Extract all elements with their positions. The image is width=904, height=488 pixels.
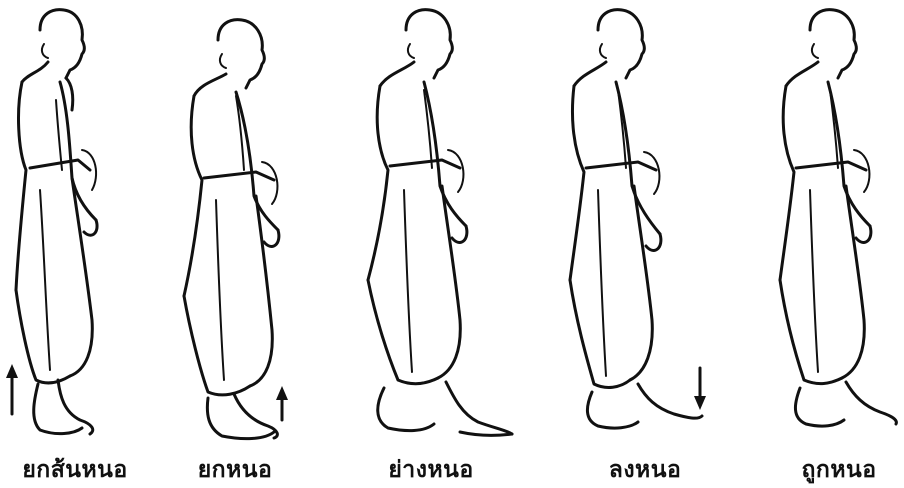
monk-drawing-3 — [362, 0, 522, 450]
monk-drawing-4 — [566, 0, 716, 450]
caption-step: ย่างหนอ — [356, 452, 506, 488]
monk-figure-2 — [178, 0, 328, 450]
monk-figure-3 — [362, 0, 522, 450]
caption-lift: ยกหนอ — [160, 452, 310, 488]
caption-lower: ลงหนอ — [570, 452, 720, 488]
monk-figure-5 — [770, 0, 904, 450]
monk-figure-1 — [0, 0, 150, 450]
monk-drawing-2 — [178, 0, 328, 450]
caption-touch: ถูกหนอ — [764, 452, 904, 488]
monk-drawing-5 — [770, 0, 904, 450]
monk-drawing-1 — [0, 0, 150, 450]
monk-figure-4 — [566, 0, 716, 450]
caption-lift-heel: ยกส้นหนอ — [0, 452, 150, 488]
